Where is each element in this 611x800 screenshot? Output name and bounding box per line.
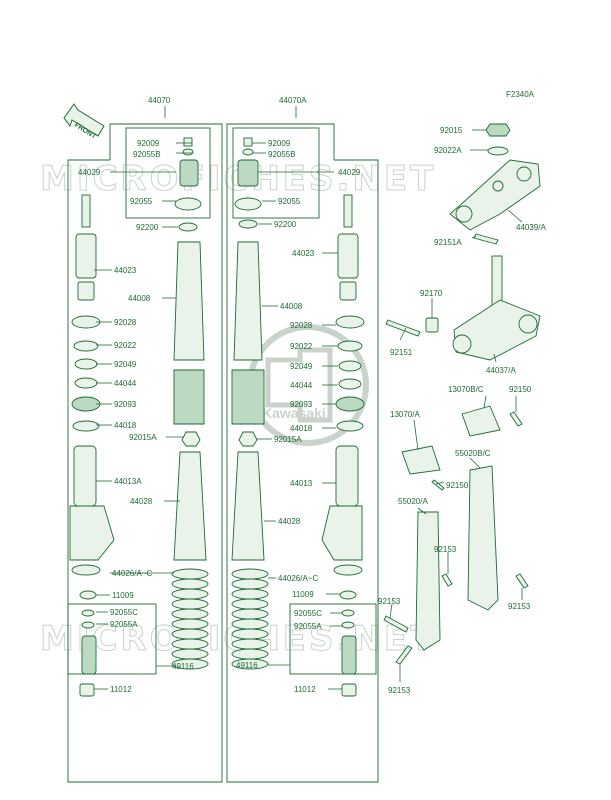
part-number-label: 92093 (114, 400, 137, 409)
part-number-label: 44026/A~C (278, 574, 318, 583)
part-number-label: 44008 (128, 294, 151, 303)
part-number-label: 49116 (236, 661, 258, 670)
part-number-label: 44039/A (516, 223, 546, 232)
part-number-label: 44023 (292, 249, 315, 258)
part-number-label: 44013 (290, 479, 313, 488)
part-number-label: 92055B (268, 150, 296, 159)
part-number-label: 92015 (440, 126, 463, 135)
part-number-label: 92028 (114, 318, 137, 327)
left-fork-assembly-label: 44070 (148, 96, 171, 105)
part-number-label: 44018 (114, 421, 137, 430)
part-number-label: 11012 (110, 685, 132, 694)
part-number-label: 44028 (130, 497, 153, 506)
part-number-label: 49116 (172, 662, 194, 671)
part-number-label: 92153 (434, 545, 457, 554)
part-number-label: 92009 (137, 139, 160, 148)
part-number-label: 92170 (420, 289, 443, 298)
part-number-label: 13070/A (390, 410, 420, 419)
right-spring (231, 568, 269, 670)
left-fork-group: 44070 (67, 96, 223, 783)
watermark-text-top: MICROFICHES.NET (40, 159, 436, 199)
part-number-label: 92153 (508, 602, 531, 611)
part-number-label: 92022A (434, 146, 462, 155)
part-number-label: 92153 (378, 597, 401, 606)
right-fork-group: 44070A (226, 96, 379, 783)
left-spring (171, 568, 209, 670)
front-arrow-icon: FRONT (63, 103, 105, 141)
part-number-label: 92200 (136, 223, 159, 232)
part-number-label: 11009 (112, 591, 134, 600)
part-number-label: 92055A (110, 620, 138, 629)
part-number-label: 11009 (292, 590, 314, 599)
part-number-label: 92009 (268, 139, 291, 148)
part-number-label: 92055B (133, 150, 161, 159)
part-number-label: 44026/A~C (112, 569, 152, 578)
part-number-label: 44028 (278, 517, 301, 526)
part-number-label: 92015A (129, 433, 157, 442)
part-number-label: 92022 (114, 341, 137, 350)
part-number-label: 92022 (290, 342, 313, 351)
svg-text:Kawasaki: Kawasaki (262, 405, 326, 421)
part-number-label: 92055 (130, 197, 153, 206)
part-number-label: 44044 (114, 379, 137, 388)
part-number-label: 92151A (434, 238, 462, 247)
part-number-label: 92150 (446, 481, 469, 490)
part-number-label: 92200 (274, 220, 297, 229)
part-number-label: 92153 (388, 686, 411, 695)
part-number-label: 92055C (110, 608, 138, 617)
part-number-label: 11012 (294, 685, 316, 694)
part-number-label: 92150 (509, 385, 532, 394)
part-number-label: 55020B/C (455, 449, 491, 458)
part-number-label: 44044 (290, 381, 313, 390)
part-number-label: 92028 (290, 321, 313, 330)
diagram-code: F2340A (506, 90, 535, 99)
part-number-label: 92015A (274, 435, 302, 444)
part-number-label: 92055A (294, 622, 322, 631)
part-number-label: 44029 (338, 168, 361, 177)
part-number-label: 13070B/C (448, 385, 484, 394)
part-number-label: 92049 (114, 360, 137, 369)
part-number-label: 92049 (290, 362, 313, 371)
part-number-label: 44008 (280, 302, 303, 311)
right-fork-assembly-label: 44070A (279, 96, 307, 105)
part-number-label: 92055 (278, 197, 301, 206)
part-number-label: 44023 (114, 266, 137, 275)
part-number-label: 92093 (290, 400, 313, 409)
part-number-label: 44029 (78, 168, 101, 177)
part-number-label: 92055C (294, 609, 322, 618)
part-number-label: 92151 (390, 348, 413, 357)
part-number-label: 44013A (114, 477, 142, 486)
part-number-label: 44037/A (486, 366, 516, 375)
steering-group: 92015 92022A 44039/A 92151A 92170 92151 … (378, 123, 546, 695)
part-number-label: 44018 (290, 424, 313, 433)
part-number-label: 55020/A (398, 497, 428, 506)
